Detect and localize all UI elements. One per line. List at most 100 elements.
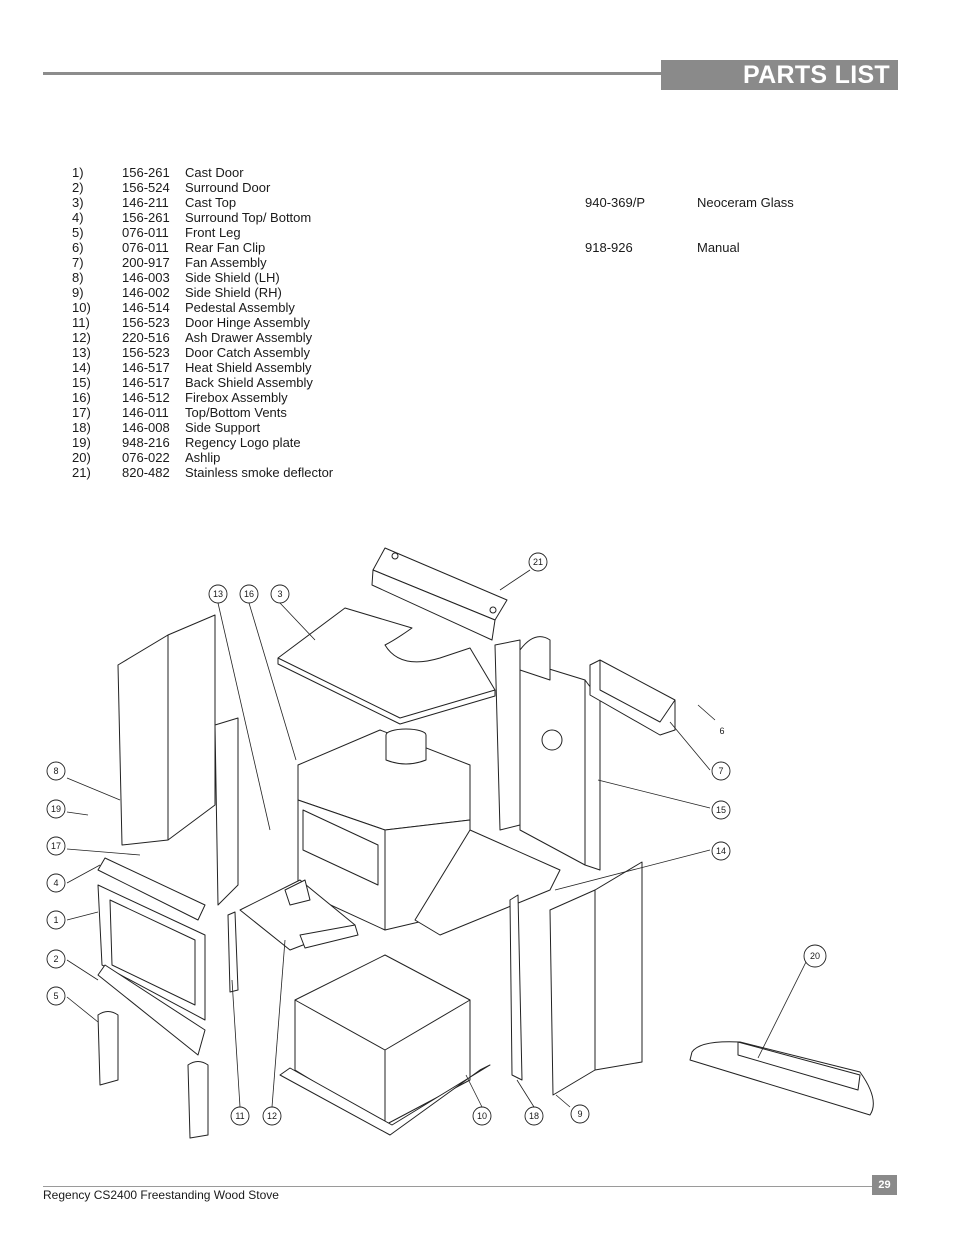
part-number: 2) — [72, 180, 84, 195]
surround-top-drawing — [97, 857, 206, 921]
part-code: 156-261 — [122, 210, 170, 225]
part-number: 7) — [72, 255, 84, 270]
part-code: 146-011 — [122, 405, 169, 420]
part-code: 146-003 — [122, 270, 170, 285]
part-name: Stainless smoke deflector — [185, 465, 334, 480]
callout-label: 10 — [477, 1111, 487, 1121]
callout-label: 14 — [716, 846, 726, 856]
callout-circle — [270, 584, 290, 604]
footer-rule — [43, 1186, 875, 1187]
part-number: 13) — [72, 345, 91, 360]
part-code: 156-524 — [122, 180, 170, 195]
callout-label: 19 — [51, 804, 61, 814]
part-number: 18) — [72, 420, 91, 435]
callout-label: 6 — [719, 726, 724, 736]
callout-circle — [46, 910, 66, 930]
part-code: 156-261 — [122, 165, 170, 180]
footer-text: Regency CS2400 Freestanding Wood Stove — [43, 1188, 279, 1202]
part-number: 6) — [72, 240, 84, 255]
callout-label: 21 — [533, 557, 543, 567]
callout-circle — [524, 1106, 544, 1126]
part-number: 19) — [72, 435, 91, 450]
callout-circle — [711, 761, 731, 781]
part-code: 200-917 — [122, 255, 170, 270]
callout-label: 7 — [718, 766, 723, 776]
bottom-tray-drawing — [414, 829, 561, 936]
part-name: Fan Assembly — [185, 255, 267, 270]
part-number: 14) — [72, 360, 91, 375]
callout-label: 12 — [267, 1111, 277, 1121]
part-number: 10) — [72, 300, 91, 315]
part-number: 4) — [72, 210, 84, 225]
part-number: 8) — [72, 270, 84, 285]
part-code: 146-211 — [122, 195, 169, 210]
part-number: 9) — [72, 285, 84, 300]
callout-label: 11 — [235, 1111, 244, 1121]
part-code: 146-512 — [122, 390, 170, 405]
callout-circle — [711, 841, 731, 861]
callout-label: 3 — [277, 589, 282, 599]
callout-circle — [230, 1106, 250, 1126]
part-name: Side Shield (LH) — [185, 270, 280, 285]
callout-circle — [528, 552, 548, 572]
front-leg-right-drawing — [187, 1061, 209, 1139]
part-name: Back Shield Assembly — [185, 375, 313, 390]
back-shield-drawing — [494, 636, 601, 871]
callout-circle — [46, 799, 66, 819]
part-name: Regency Logo plate — [185, 435, 301, 450]
callout-label: 1 — [53, 915, 58, 925]
part-name: Surround Top/ Bottom — [185, 210, 312, 225]
part-number: 16) — [72, 390, 91, 405]
callout-label: 8 — [53, 766, 58, 776]
extra-part-code: 940-369/P — [585, 195, 645, 210]
part-name: Front Leg — [185, 225, 241, 240]
part-code: 146-008 — [122, 420, 170, 435]
part-code: 156-523 — [122, 345, 170, 360]
part-name: Rear Fan Clip — [185, 240, 266, 255]
fan-assembly-drawing — [589, 659, 676, 736]
part-number: 1) — [72, 165, 84, 180]
part-number: 12) — [72, 330, 91, 345]
part-name: Pedestal Assembly — [185, 300, 295, 315]
cast-top-drawing — [277, 607, 496, 725]
callout-label: 17 — [51, 841, 61, 851]
part-code: 076-022 — [122, 450, 170, 465]
part-code: 076-011 — [122, 240, 169, 255]
callout-circle — [472, 1106, 492, 1126]
part-name: Ashlip — [185, 450, 221, 465]
callout-label: 2 — [53, 954, 58, 964]
part-name: Firebox Assembly — [185, 390, 288, 405]
part-code: 146-517 — [122, 375, 170, 390]
surround-bottom-drawing — [97, 964, 206, 1056]
page-title: PARTS LIST — [661, 60, 898, 90]
part-name: Door Hinge Assembly — [185, 315, 310, 330]
ashlip-drawing — [689, 1041, 874, 1116]
page-number: 29 — [872, 1175, 897, 1195]
part-code: 948-216 — [122, 435, 170, 450]
callout-label: 20 — [810, 951, 820, 961]
part-code: 146-514 — [122, 300, 170, 315]
part-name: Cast Door — [185, 165, 244, 180]
part-name: Top/Bottom Vents — [185, 405, 287, 420]
part-name: Heat Shield Assembly — [185, 360, 312, 375]
callout-circle — [239, 584, 259, 604]
callout-circle — [570, 1104, 590, 1124]
smoke-deflector-drawing — [371, 547, 508, 641]
callout-label: 9 — [577, 1109, 582, 1119]
callout-circle — [46, 949, 66, 969]
extra-part-name: Neoceram Glass — [697, 195, 794, 210]
part-name: Cast Top — [185, 195, 237, 210]
part-code: 220-516 — [122, 330, 170, 345]
part-number: 5) — [72, 225, 84, 240]
callout-label: 15 — [716, 805, 726, 815]
part-number: 17) — [72, 405, 91, 420]
extra-part-name: Manual — [697, 240, 740, 255]
part-name: Side Support — [185, 420, 261, 435]
part-name: Ash Drawer Assembly — [185, 330, 313, 345]
callout-circle — [46, 986, 66, 1006]
callout-circle — [46, 873, 66, 893]
header-rule — [43, 72, 663, 75]
part-code: 146-517 — [122, 360, 170, 375]
